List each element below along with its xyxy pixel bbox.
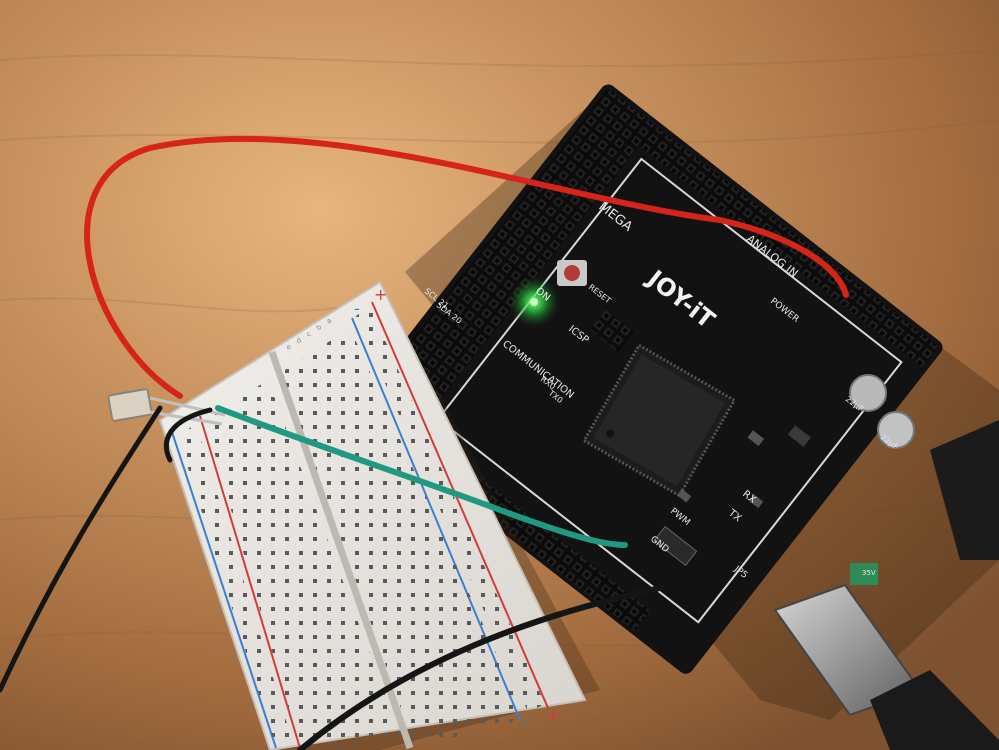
- breadboard: + - + - e d c b a: [158, 280, 587, 750]
- col-letter: e: [285, 343, 293, 352]
- hole-field-left: [205, 380, 405, 748]
- column-letters: e d c b a: [285, 316, 333, 351]
- crystal: [653, 525, 698, 567]
- wire-red: [84, 135, 849, 399]
- col-letter: a: [325, 316, 333, 325]
- cap-voltage-label: 35V: [862, 569, 876, 577]
- wire-black-right: [297, 585, 663, 750]
- smd-component: [676, 488, 692, 503]
- col-letter: d: [295, 336, 303, 345]
- hole-field-right: [282, 328, 525, 748]
- wire-black-short: [163, 407, 213, 463]
- col-letter: b: [315, 323, 324, 332]
- smd-component: [748, 494, 764, 508]
- minus-label-bottom: -: [522, 713, 528, 732]
- wire-green: [215, 405, 628, 548]
- plus-label-bottom: +: [546, 705, 559, 724]
- power-jack: [930, 420, 999, 560]
- col-letter: c: [305, 330, 313, 339]
- wire-black-left: [0, 405, 163, 693]
- microcontroller-chip: [582, 343, 737, 498]
- smd-capacitor: [850, 563, 878, 585]
- reset-button: [564, 265, 580, 281]
- smd-component: [747, 430, 765, 446]
- rail-blue-left: [171, 431, 277, 749]
- rail-holes-left: [178, 424, 292, 748]
- plus-label: +: [374, 285, 387, 304]
- minus-label: -: [354, 299, 360, 318]
- sensor-module: [107, 388, 226, 426]
- smd-component: [787, 425, 811, 447]
- capacitor: [849, 374, 887, 412]
- header-top: [591, 88, 939, 368]
- usb-port: [773, 583, 999, 750]
- rail-holes-right: [356, 306, 545, 712]
- capacitor: [877, 411, 915, 449]
- rail-red-left: [199, 415, 301, 749]
- center-channel: [268, 350, 414, 750]
- rail-red-right: [371, 301, 549, 709]
- on-led: [530, 298, 538, 306]
- icsp-header: [590, 309, 635, 352]
